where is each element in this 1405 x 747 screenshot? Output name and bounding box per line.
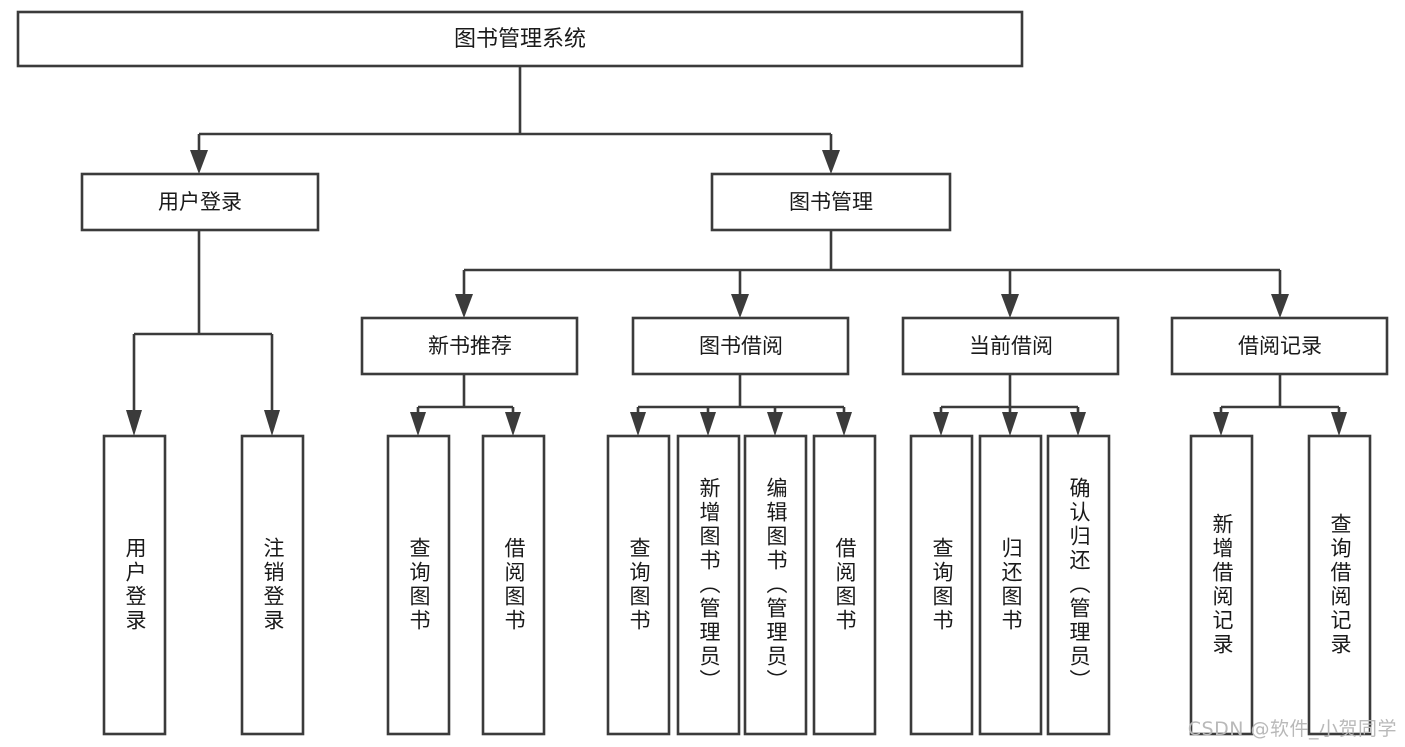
node-new-book-recommend[interactable]: 新书推荐: [360, 316, 579, 376]
arrow-head-leaf-add-record: [1213, 412, 1229, 436]
node-book-management[interactable]: 图书管理: [710, 172, 952, 232]
arrow-head-leaf-confirm-return: [1070, 412, 1086, 436]
arrow-head-book-borrow: [731, 294, 749, 318]
node-box-book-management[interactable]: [710, 172, 952, 232]
node-box-leaf-query-book-1[interactable]: [386, 434, 451, 736]
node-book-borrow[interactable]: 图书借阅: [631, 316, 850, 376]
node-box-leaf-borrow-book-2[interactable]: [812, 434, 877, 736]
arrow-head-leaf-add-book: [700, 412, 716, 436]
node-box-leaf-borrow-book-1[interactable]: [481, 434, 546, 736]
arrow-head-leaf-borrow-book-2: [836, 412, 852, 436]
arrow-head-book-management: [822, 150, 840, 174]
arrow-head-leaf-logout: [264, 410, 280, 436]
watermark-text: CSDN @软件_小贺同学: [1187, 718, 1397, 740]
node-box-borrow-record[interactable]: [1170, 316, 1389, 376]
connector-group-new-book-recommend: [410, 374, 521, 436]
arrow-head-leaf-return-book: [1002, 412, 1018, 436]
node-root[interactable]: 图书管理系统: [16, 10, 1024, 68]
arrow-head-user-login: [190, 150, 208, 174]
connector-group-current-borrow: [933, 374, 1086, 436]
node-box-leaf-confirm-return[interactable]: [1046, 434, 1111, 736]
node-box-leaf-add-record[interactable]: [1189, 434, 1254, 736]
node-label-root: 图书管理系统: [454, 27, 586, 52]
arrow-head-leaf-query-book-1: [410, 412, 426, 436]
arrow-head-leaf-borrow-book-1: [505, 412, 521, 436]
arrow-head-leaf-query-record: [1331, 412, 1347, 436]
node-box-leaf-query-book-3[interactable]: [909, 434, 974, 736]
arrow-head-leaf-query-book-2: [630, 412, 646, 436]
node-box-leaf-user-login[interactable]: [102, 434, 167, 736]
connector-group-user-login: [126, 230, 280, 436]
node-box-new-book-recommend[interactable]: [360, 316, 579, 376]
node-box-leaf-edit-book[interactable]: [743, 434, 808, 736]
connector-group-book-management: [455, 230, 1289, 318]
node-label-user-login: 用户登录: [158, 190, 242, 214]
connector-group-root: [190, 66, 840, 174]
arrow-head-new-book-recommend: [455, 294, 473, 318]
arrow-head-leaf-query-book-3: [933, 412, 949, 436]
node-label-borrow-record: 借阅记录: [1238, 334, 1322, 358]
arrow-head-borrow-record: [1271, 294, 1289, 318]
arrow-head-leaf-user-login: [126, 410, 142, 436]
connector-group-book-borrow: [630, 374, 852, 436]
arrow-head-leaf-edit-book: [767, 412, 783, 436]
node-label-current-borrow: 当前借阅: [969, 334, 1053, 358]
node-box-root[interactable]: [16, 10, 1024, 68]
node-label-new-book-recommend: 新书推荐: [428, 334, 512, 358]
node-box-current-borrow[interactable]: [901, 316, 1120, 376]
node-current-borrow[interactable]: 当前借阅: [901, 316, 1120, 376]
connector-group-borrow-record: [1213, 374, 1347, 436]
node-box-leaf-add-book[interactable]: [676, 434, 741, 736]
node-box-book-borrow[interactable]: [631, 316, 850, 376]
node-box-user-login[interactable]: [80, 172, 320, 232]
node-label-book-borrow: 图书借阅: [699, 334, 783, 358]
node-label-book-management: 图书管理: [789, 190, 873, 214]
node-box-leaf-return-book[interactable]: [978, 434, 1043, 736]
arrow-head-current-borrow: [1001, 294, 1019, 318]
node-user-login[interactable]: 用户登录: [80, 172, 320, 232]
node-box-leaf-logout[interactable]: [240, 434, 305, 736]
node-box-leaf-query-record[interactable]: [1307, 434, 1372, 736]
node-box-leaf-query-book-2[interactable]: [606, 434, 671, 736]
node-borrow-record[interactable]: 借阅记录: [1170, 316, 1389, 376]
